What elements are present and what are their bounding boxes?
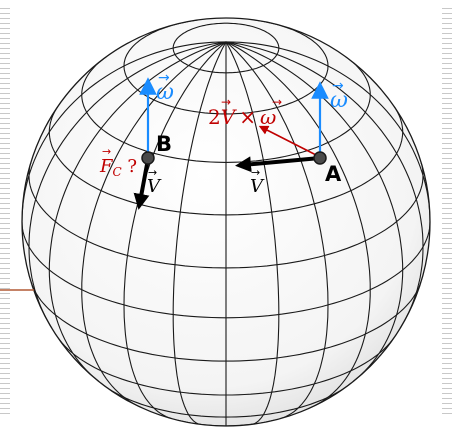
velocity-b-overarrow-icon: → [148, 166, 157, 179]
latitude-line [123, 19, 329, 115]
right-edge-rule [442, 8, 452, 418]
velocity-b-arrow [133, 158, 150, 210]
omega-b-label: ω [156, 80, 174, 105]
latitude-line [81, 56, 371, 163]
velocity-a-overarrow-icon: → [251, 166, 260, 179]
velocity-a-arrow [235, 156, 321, 173]
longitude-line [225, 41, 430, 229]
longitude-line [225, 41, 329, 420]
omega-b-overarrow-icon: → [158, 70, 170, 86]
longitude-line [225, 41, 424, 329]
sphere-outline [21, 17, 431, 427]
longitude-line [172, 41, 227, 426]
longitude-line [225, 41, 404, 383]
coriolis-a-arrow [258, 125, 321, 158]
point-b-marker [141, 151, 155, 165]
coriolis-b-overarrow-icon: → [102, 145, 111, 158]
point-a-label: A [325, 162, 342, 186]
longitude-line [81, 41, 227, 408]
left-edge-rule [0, 8, 10, 418]
omega-a-overarrow-icon: → [332, 78, 344, 94]
coriolis-a-label: 2V×ω [208, 105, 276, 129]
longitude-line [225, 41, 280, 426]
latitude-line [30, 281, 422, 362]
longitude-line [225, 41, 371, 408]
latitude-line [28, 162, 424, 269]
coriolis-a-omega-overarrow-icon: → [272, 95, 282, 109]
velocity-b-label: V [147, 176, 162, 197]
velocity-a-label: V [250, 176, 265, 197]
omega-a-label: ω [330, 88, 348, 113]
point-b-label: B [156, 132, 172, 156]
coriolis-a-v-overarrow-icon: → [221, 95, 231, 109]
coriolis-b-label: FC ? [99, 156, 137, 179]
point-a-marker [313, 151, 327, 165]
longitude-line [48, 41, 227, 383]
longitude-line [28, 41, 227, 329]
sphere-grid [22, 19, 430, 426]
longitude-line [22, 41, 227, 229]
longitude-line [123, 41, 227, 420]
